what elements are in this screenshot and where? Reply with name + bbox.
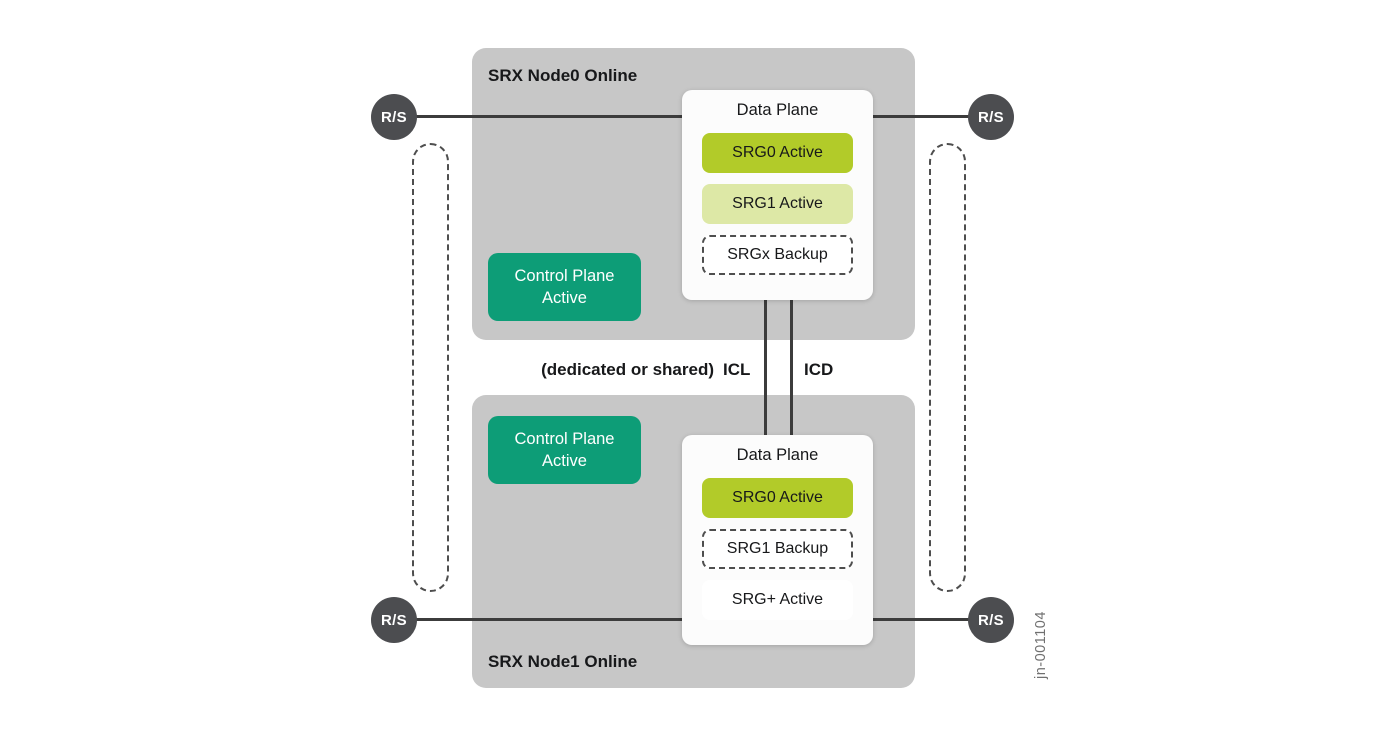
rs-node-top-left-label: R/S	[381, 108, 407, 126]
rs-node-bottom-left: R/S	[371, 597, 417, 643]
node0-control-plane-line1: Control Plane	[514, 266, 615, 285]
node1-control-plane: Control Plane Active	[488, 416, 641, 484]
node0-control-plane-line2: Active	[542, 289, 587, 307]
node1-control-plane-line1: Control Plane	[514, 429, 615, 448]
left-dashed-path	[412, 143, 449, 592]
node1-srg0-active: SRG0 Active	[702, 478, 853, 518]
right-dashed-path	[929, 143, 966, 592]
icl-label: ICL	[723, 360, 751, 379]
rs-node-top-right-label: R/S	[978, 108, 1004, 126]
node0-srg1-active: SRG1 Active	[702, 184, 853, 224]
node1-control-plane-line2: Active	[542, 452, 587, 470]
node0-control-plane: Control Plane Active	[488, 253, 641, 321]
rs-node-top-left: R/S	[371, 94, 417, 140]
node1-srgplus-active: SRG+ Active	[702, 580, 853, 620]
node0-label: SRX Node0 Online	[488, 66, 638, 85]
icd-label: ICD	[804, 360, 834, 379]
node0-srg0-active: SRG0 Active	[702, 133, 853, 173]
rs-node-bottom-left-label: R/S	[381, 611, 407, 629]
node0-data-plane: Data Plane SRG0 Active SRG1 Active SRGx …	[682, 90, 873, 300]
node1-data-plane: Data Plane SRG0 Active SRG1 Backup SRG+ …	[682, 435, 873, 645]
dedicated-or-shared-label: (dedicated or shared)	[541, 360, 714, 379]
rs-node-bottom-right: R/S	[968, 597, 1014, 643]
node1-srg1-backup: SRG1 Backup	[702, 529, 853, 569]
node0-data-plane-title: Data Plane	[736, 101, 819, 119]
icl-line	[764, 292, 767, 442]
node0-srgx-backup: SRGx Backup	[702, 235, 853, 275]
rs-node-top-right: R/S	[968, 94, 1014, 140]
node1-label: SRX Node1 Online	[488, 652, 638, 671]
rs-node-bottom-right-label: R/S	[978, 611, 1004, 629]
figure-id: jn-001104	[1033, 611, 1049, 679]
icd-line	[790, 292, 793, 442]
node1-data-plane-title: Data Plane	[736, 446, 819, 464]
